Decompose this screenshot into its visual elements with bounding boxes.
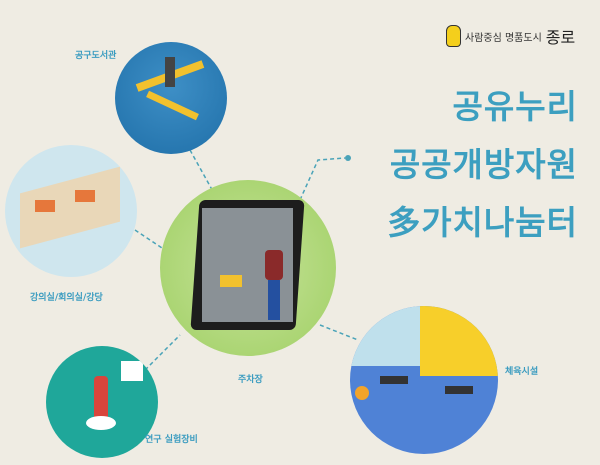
person-body (265, 250, 283, 280)
title-line-1: 공유누리 (452, 87, 578, 126)
exercise-ball (355, 386, 369, 400)
car-shape (220, 275, 242, 287)
label-gym: 체육시설 (505, 367, 539, 377)
parking-illustration[interactable] (160, 180, 336, 356)
label-lab-equipment: 연구 실험장비 (145, 435, 198, 445)
treadmill-shape (445, 386, 473, 394)
label-tool-library: 공구도서관 (75, 51, 117, 61)
room-table (35, 200, 55, 212)
meeting-room-illustration[interactable] (5, 145, 137, 277)
tool-shape (146, 90, 199, 121)
monitor-shape (121, 361, 143, 381)
lab-equipment-illustration[interactable] (46, 346, 158, 458)
microscope-shape (94, 376, 108, 421)
tool-shape (165, 57, 175, 87)
person-legs (268, 280, 280, 320)
room-table (75, 190, 95, 202)
title-line-3: 多가치나눔터 (387, 203, 578, 242)
gym-illustration[interactable] (350, 306, 498, 454)
title-line-2: 공공개방자원 (389, 145, 578, 184)
label-meeting-rooms: 강의실/회의실/강당 (30, 293, 103, 303)
tool-library-illustration[interactable] (115, 42, 227, 154)
label-parking: 주차장 (238, 375, 263, 385)
gym-window (350, 306, 420, 366)
brand-name: 종로 (545, 28, 576, 47)
gym-wall (420, 306, 498, 376)
yellow-mascot-icon (446, 25, 461, 47)
treadmill-shape (380, 376, 408, 384)
microscope-base (86, 416, 116, 430)
brand-logo: 사람중심 명품도시 종로 (446, 24, 575, 48)
brand-slogan: 사람중심 명품도시 (465, 32, 542, 44)
